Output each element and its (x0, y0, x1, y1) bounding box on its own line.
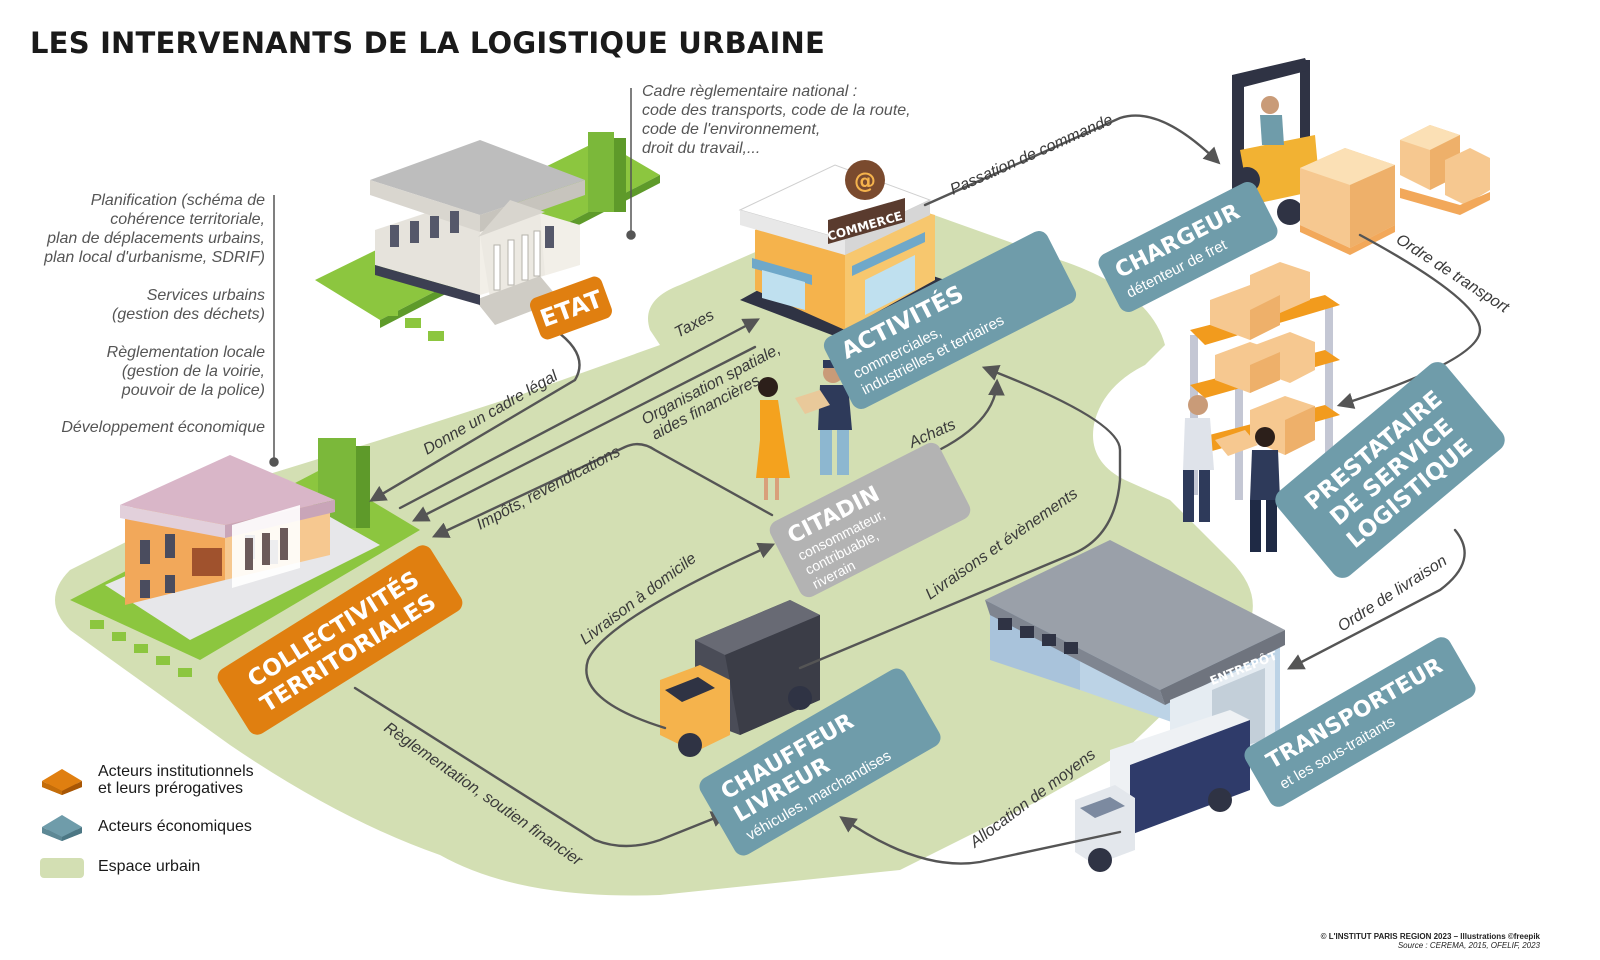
legend-swatch-urban (40, 858, 84, 878)
page-title: LES INTERVENANTS DE LA LOGISTIQUE URBAIN… (30, 26, 826, 60)
legend: Acteurs institutionnels et leurs préroga… (38, 763, 338, 885)
note-reglementation-line-1: Règlementation locale (106, 344, 265, 361)
arrow-organisation (412, 345, 757, 522)
legend-swatch-economic (42, 815, 82, 841)
semi-truck-illustration (1075, 710, 1250, 872)
legend-item-urban: Espace urbain (38, 855, 338, 883)
arrow-impots (431, 442, 774, 538)
note-cadre-line-2: code des transports, code de la route, (642, 102, 911, 119)
arrow-donne-cadre (369, 328, 581, 502)
legend-institutional-line-2: et leurs prérogatives (98, 780, 243, 797)
note-reglementation-line-2: (gestion de la voirie, (121, 363, 265, 380)
delivery-truck-illustration (660, 600, 820, 757)
actor-citadin: CITADIN consommateur, contribuable, rive… (769, 442, 971, 598)
forklift-illustration (1232, 58, 1490, 255)
note-planification: Planification (schéma de cohérence terri… (44, 191, 265, 267)
actor-prestataire: PRESTATAIRE DE SERVICE LOGISTIQUE (1275, 362, 1505, 578)
credits-line-2: Source : CEREMA, 2015, OFELIF, 2023 (1397, 941, 1540, 950)
arrow-livraisons-evenements (798, 364, 1122, 670)
collectivites-leader-dot (269, 457, 279, 467)
arrow-ordre-transport (1336, 233, 1482, 409)
note-reglementation-line-3: pouvoir de la police) (121, 382, 265, 399)
cadre-leader-dot (626, 230, 636, 240)
note-reglementation-locale: Règlementation locale (gestion de la voi… (107, 343, 265, 400)
note-services-line-2: (gestion des déchets) (112, 306, 265, 323)
note-cadre-line-1: Cadre règlementaire national : (642, 83, 858, 100)
arrow-livraison-domicile (585, 542, 776, 730)
etat-building-illustration (315, 132, 660, 341)
legend-urban-label: Espace urbain (98, 858, 201, 875)
credits-line-1: © L'INSTITUT PARIS REGION 2023 – Illustr… (1320, 932, 1540, 941)
note-planification-line-4: plan local d'urbanisme, SDRIF) (44, 249, 265, 266)
note-cadre-line-3: code de l'environnement, (642, 121, 821, 138)
warehouse-shelves-illustration (1183, 262, 1340, 552)
legend-item-economic: Acteurs économiques (38, 811, 338, 843)
commerce-at-sign: @ (854, 169, 876, 194)
note-planification-line-1: Planification (schéma de (90, 192, 265, 209)
note-cadre-line-4: droit du travail,... (642, 140, 761, 157)
legend-institutional-line-1: Acteurs institutionnels (98, 763, 254, 780)
urban-space (55, 210, 1253, 896)
note-developpement: Développement économique (61, 419, 265, 436)
label-passation: Passation de commande (948, 111, 1116, 198)
note-services-urbains: Services urbains (gestion des déchets) (112, 286, 265, 324)
collectivites-building-illustration (70, 438, 420, 677)
commerce-building-illustration: @ COMMERCE (738, 160, 945, 340)
note-planification-line-3: plan de déplacements urbains, (47, 230, 265, 247)
arrow-passation (923, 114, 1221, 207)
citizen-delivery-people-illustration (756, 360, 852, 500)
arrow-reglementation (353, 686, 729, 848)
label-ordre-transport: Ordre de transport (1393, 231, 1512, 317)
legend-economic-label: Acteurs économiques (98, 818, 252, 835)
note-cadre-national: Cadre règlementaire national : code des … (642, 82, 911, 158)
note-services-line-1: Services urbains (146, 287, 265, 304)
note-planification-line-2: cohérence territoriale, (110, 211, 265, 228)
arrow-ordre-livraison (1287, 528, 1466, 670)
arrow-taxes (398, 318, 760, 510)
legend-swatch-institutional (42, 769, 82, 795)
credits: © L'INSTITUT PARIS REGION 2023 – Illustr… (1321, 932, 1540, 950)
arrow-allocation (839, 816, 1122, 865)
legend-item-institutional: Acteurs institutionnels et leurs préroga… (38, 763, 338, 801)
